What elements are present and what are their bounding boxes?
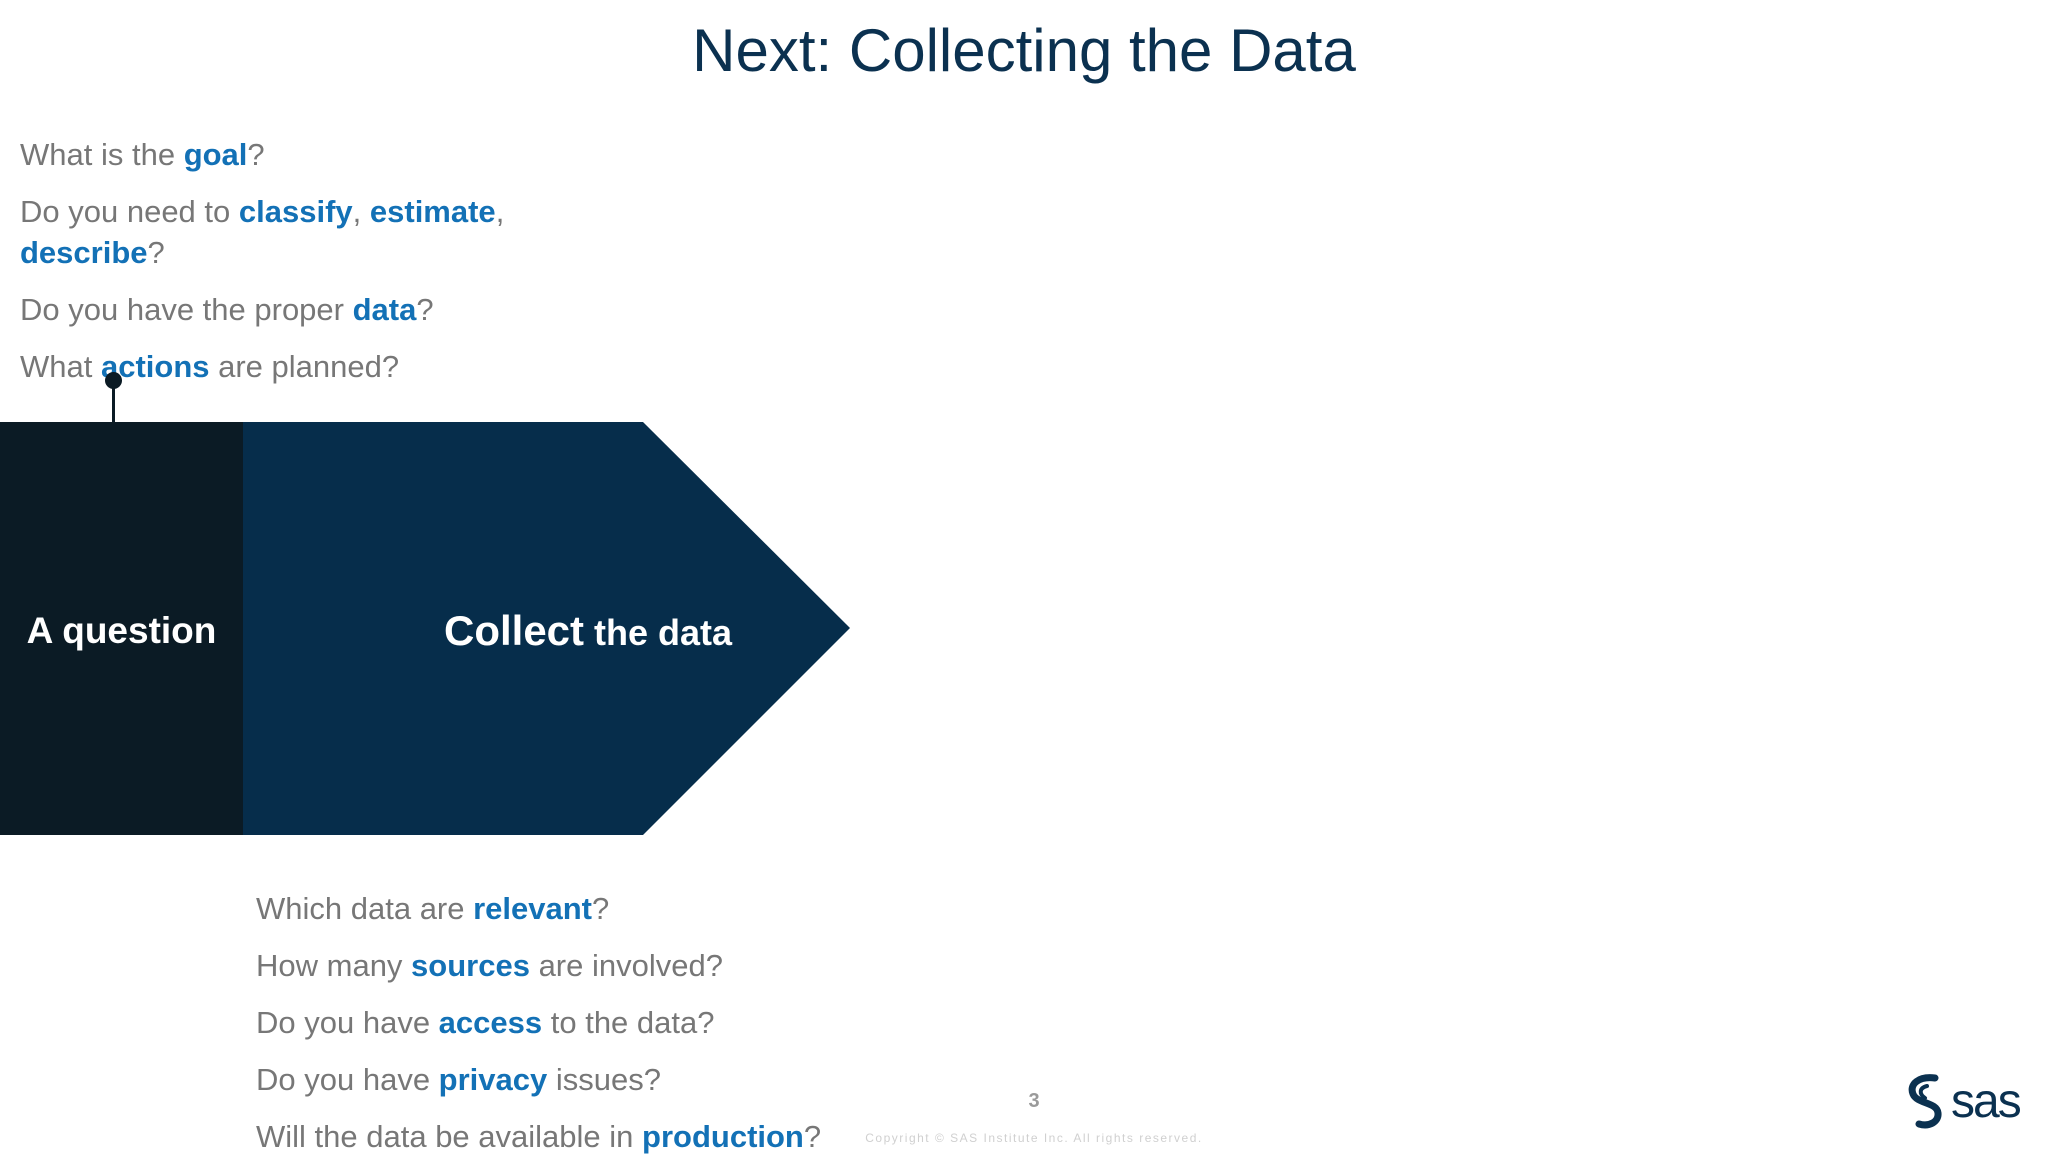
question-sources: How many sources are involved? — [256, 948, 723, 983]
keyword-data: data — [352, 292, 417, 327]
keyword-classify: classify — [238, 194, 353, 229]
question-access: Do you have access to the data? — [256, 1005, 715, 1040]
question-privacy: Do you have privacy issues? — [256, 1062, 661, 1097]
copyright-notice: Copyright © SAS Institute Inc. All right… — [865, 1131, 1203, 1145]
question-goal: What is the goal? — [20, 137, 265, 172]
keyword-describe: describe — [20, 235, 148, 270]
keyword-access: access — [438, 1005, 543, 1040]
question-actions: What actions are planned? — [20, 349, 400, 384]
step-collect-the-data-arrow: Collect the data — [243, 422, 850, 835]
data-questions-list: Which data are relevant? How many source… — [256, 888, 1056, 1173]
slide-title: Next: Collecting the Data — [692, 17, 1356, 84]
sas-logo: sas — [1905, 1072, 2022, 1132]
keyword-estimate: estimate — [369, 194, 496, 229]
question-classify-estimate-describe: Do you need to classify, estimate,descri… — [20, 194, 505, 270]
sas-logo-text: sas — [1951, 1075, 2022, 1128]
sas-logo-s-icon — [1908, 1074, 1942, 1129]
page-number: 3 — [1028, 1090, 1040, 1112]
step-a-question-label: A question — [26, 609, 217, 651]
keyword-relevant: relevant — [473, 891, 593, 926]
question-production: Will the data be available in production… — [256, 1119, 822, 1154]
question-relevant: Which data are relevant? — [256, 891, 610, 926]
step-collect-label: Collect the data — [444, 606, 733, 654]
keyword-sources: sources — [411, 948, 530, 983]
goal-questions-list: What is the goal? Do you need to classif… — [20, 134, 580, 403]
connector-dot — [105, 372, 122, 389]
keyword-privacy: privacy — [438, 1062, 548, 1097]
connector-line — [112, 380, 115, 422]
keyword-goal: goal — [183, 137, 248, 172]
question-data: Do you have the proper data? — [20, 292, 434, 327]
step-a-question: A question — [0, 422, 243, 835]
keyword-production: production — [642, 1119, 804, 1154]
